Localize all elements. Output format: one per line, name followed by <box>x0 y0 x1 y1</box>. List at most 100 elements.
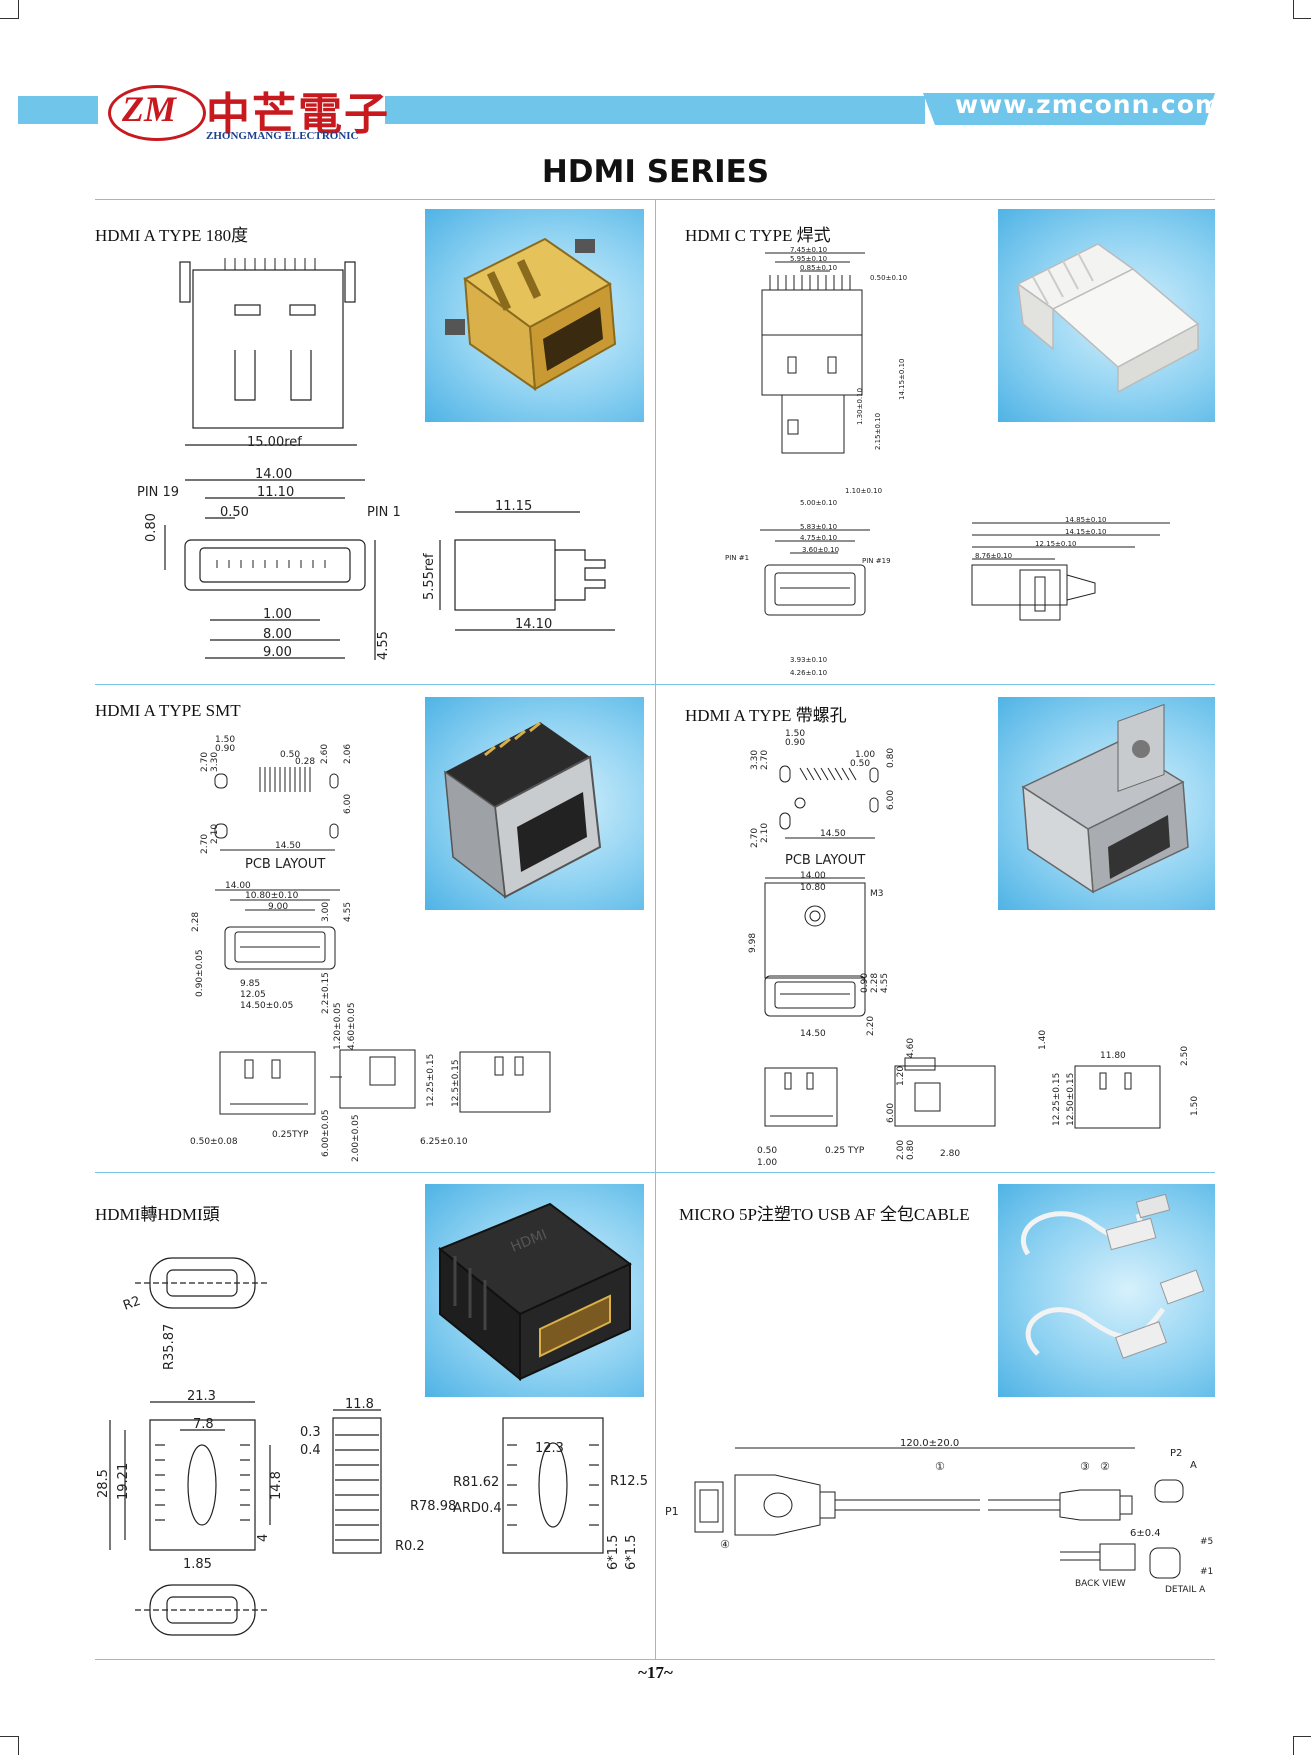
section-title-hdmi-a-screw: HDMI A TYPE 帶螺孔 <box>685 706 847 725</box>
dim-cable-length: 120.0±20.0 <box>900 1438 959 1449</box>
crop-mark-br <box>1293 1736 1311 1755</box>
dim-smt-c4: 1.20±0.05 <box>333 1002 343 1050</box>
dim-coupler-r1: R2 <box>121 1294 142 1314</box>
label-cable-pin5: #5 <box>1200 1537 1213 1547</box>
dim-h1: 0.80 <box>144 513 159 542</box>
label-cable-back-view: BACK VIEW <box>1075 1579 1126 1589</box>
dim-smt-b10: 14.50±0.05 <box>240 1001 293 1011</box>
section-title-hdmi-a-smt: HDMI A TYPE SMT <box>95 701 241 720</box>
dim-scr-a5: 1.00 <box>855 750 875 760</box>
dim-side-w1: 11.15 <box>495 499 532 514</box>
dim-smt-b4: 2.28 <box>191 912 201 932</box>
logo-mark-oval <box>108 85 206 141</box>
dim-c-f2: 4.75±0.10 <box>800 534 837 542</box>
label-cable-n3: ③ <box>1080 1460 1090 1473</box>
dim-coupler-w1: 21.3 <box>187 1389 216 1404</box>
dim-coupler-t4: ARD0.4 <box>453 1501 502 1516</box>
product-photo-hdmi-a-screw <box>998 697 1215 910</box>
label-c-pin1: PIN #1 <box>725 554 749 562</box>
dim-smt-a2: 0.90 <box>215 744 235 754</box>
dim-c-s3: 12.15±0.10 <box>1035 540 1077 548</box>
crop-mark-bl <box>0 1736 19 1755</box>
label-cable-a: A <box>1190 1460 1197 1471</box>
dim-scr-c1: 4.60 <box>906 1038 916 1058</box>
dim-b1: 1.00 <box>263 607 292 622</box>
dim-coupler-s2: 0.3 <box>300 1425 321 1440</box>
dim-b3: 9.00 <box>263 645 292 660</box>
label-cable-n1: ① <box>935 1460 945 1473</box>
dim-smt-a8: 2.06 <box>343 744 353 764</box>
drawing-hdmi-coupler: R2 R35.87 21.3 7.8 28.5 19.21 14.8 4 1.8… <box>96 1257 648 1636</box>
label-scr-pcb-layout: PCB LAYOUT <box>785 853 865 868</box>
label-cable-n2: ② <box>1100 1460 1110 1473</box>
dim-smt-b2: 10.80±0.10 <box>245 891 299 901</box>
dim-c-s4: 8.76±0.10 <box>975 552 1012 560</box>
dim-scr-b9: 2.20 <box>866 1016 876 1036</box>
label-cable-n4: ④ <box>720 1538 730 1551</box>
dim-coupler-h1: 28.5 <box>96 1469 111 1498</box>
dim-c-d2: 5.95±0.10 <box>790 255 827 263</box>
dim-scr-a11: 14.50 <box>820 829 846 839</box>
dim-w3: 11.10 <box>257 485 294 500</box>
dim-c-d8: 1.10±0.10 <box>845 487 882 495</box>
dim-scr-c3: 1.40 <box>1038 1030 1048 1050</box>
dim-smt-b5: 3.00 <box>321 902 331 922</box>
dim-scr-a2: 0.90 <box>785 738 805 748</box>
product-photo-hdmi-a-180 <box>425 209 644 422</box>
dim-scr-a7: 0.80 <box>886 748 896 768</box>
website-url[interactable]: www.zmconn.com <box>955 90 1222 119</box>
section-title-hdmi-coupler: HDMI轉HDMI頭 <box>95 1205 220 1224</box>
dim-smt-c6: 12.25±0.15 <box>426 1054 436 1107</box>
dim-smt-a6: 0.28 <box>295 757 315 767</box>
dim-scr-a8: 6.00 <box>886 790 896 810</box>
drawing-hdmi-a-screw: 1.50 0.90 2.70 3.30 1.00 0.50 0.80 6.00 … <box>748 729 1200 1168</box>
logo-english-name: ZHONGMANG ELECTRONIC <box>206 130 359 142</box>
dim-smt-c5: 4.60±0.05 <box>347 1002 357 1050</box>
product-photo-hdmi-coupler: HDMI <box>425 1184 644 1397</box>
label-cable-p2: P2 <box>1170 1448 1182 1459</box>
dim-c-d1: 7.45±0.10 <box>790 246 827 254</box>
dim-scr-b6: 2.28 <box>870 973 880 993</box>
dim-coupler-w2: 7.8 <box>193 1417 214 1432</box>
dim-coupler-r2: R35.87 <box>162 1324 177 1370</box>
dim-scr-a9: 2.70 <box>750 828 760 848</box>
dim-smt-a5: 0.50 <box>280 750 300 760</box>
logo-mark: ZM <box>122 89 176 129</box>
dim-smt-c7: 2.00±0.05 <box>351 1114 361 1162</box>
product-photo-micro-usb-cable <box>998 1184 1215 1397</box>
dim-scr-c12: 0.25 TYP <box>825 1146 865 1156</box>
drawing-hdmi-a-180: 15.00ref 14.00 11.10 0.50 PIN 19 PIN 1 0… <box>137 258 615 660</box>
dim-smt-c9: 12.5±0.15 <box>451 1059 461 1107</box>
dim-c-f3: 3.60±0.10 <box>802 546 839 554</box>
dim-coupler-h4: 4 <box>256 1534 271 1542</box>
dim-b2: 8.00 <box>263 627 292 642</box>
dim-c-f1: 5.83±0.10 <box>800 523 837 531</box>
drawing-hdmi-c-solder: 7.45±0.10 5.95±0.10 0.85±0.10 0.50±0.10 … <box>725 246 1170 677</box>
page-number: ~17~ <box>638 1663 673 1682</box>
dim-smt-a9: 6.00 <box>343 794 353 814</box>
dim-scr-b2: 10.80 <box>800 883 826 893</box>
dim-smt-a10: 2.70 <box>200 834 210 854</box>
dim-smt-c3: 6.00±0.05 <box>321 1109 331 1157</box>
dim-smt-c8: 6.25±0.10 <box>420 1137 468 1147</box>
dim-smt-a1: 1.50 <box>215 735 235 745</box>
dim-c-d7: 2.15±0.10 <box>874 413 882 450</box>
label-c-pin19: PIN #19 <box>862 557 891 565</box>
dim-coupler-t3: R78.98 <box>410 1499 456 1514</box>
dim-coupler-t6: 6*1.5 <box>606 1535 621 1570</box>
divider-center <box>655 199 656 1659</box>
dim-scr-a10: 2.10 <box>760 823 770 843</box>
page-title: HDMI SERIES <box>541 154 770 190</box>
dim-side-h: 5.55ref <box>422 553 437 600</box>
dim-smt-b7: 0.90±0.05 <box>195 949 205 997</box>
dim-cable-d1: 6±0.4 <box>1130 1528 1161 1539</box>
product-photo-hdmi-c-solder <box>998 209 1215 422</box>
header-band-left <box>18 96 98 124</box>
label-scr-m3: M3 <box>870 889 884 899</box>
dim-scr-a3: 2.70 <box>760 750 770 770</box>
dim-w4: 0.50 <box>220 505 249 520</box>
label-cable-pin1: #1 <box>1200 1567 1213 1577</box>
crop-mark-tl <box>0 0 19 19</box>
divider-bottom <box>95 1659 1215 1660</box>
dim-smt-b3: 9.00 <box>268 902 288 912</box>
